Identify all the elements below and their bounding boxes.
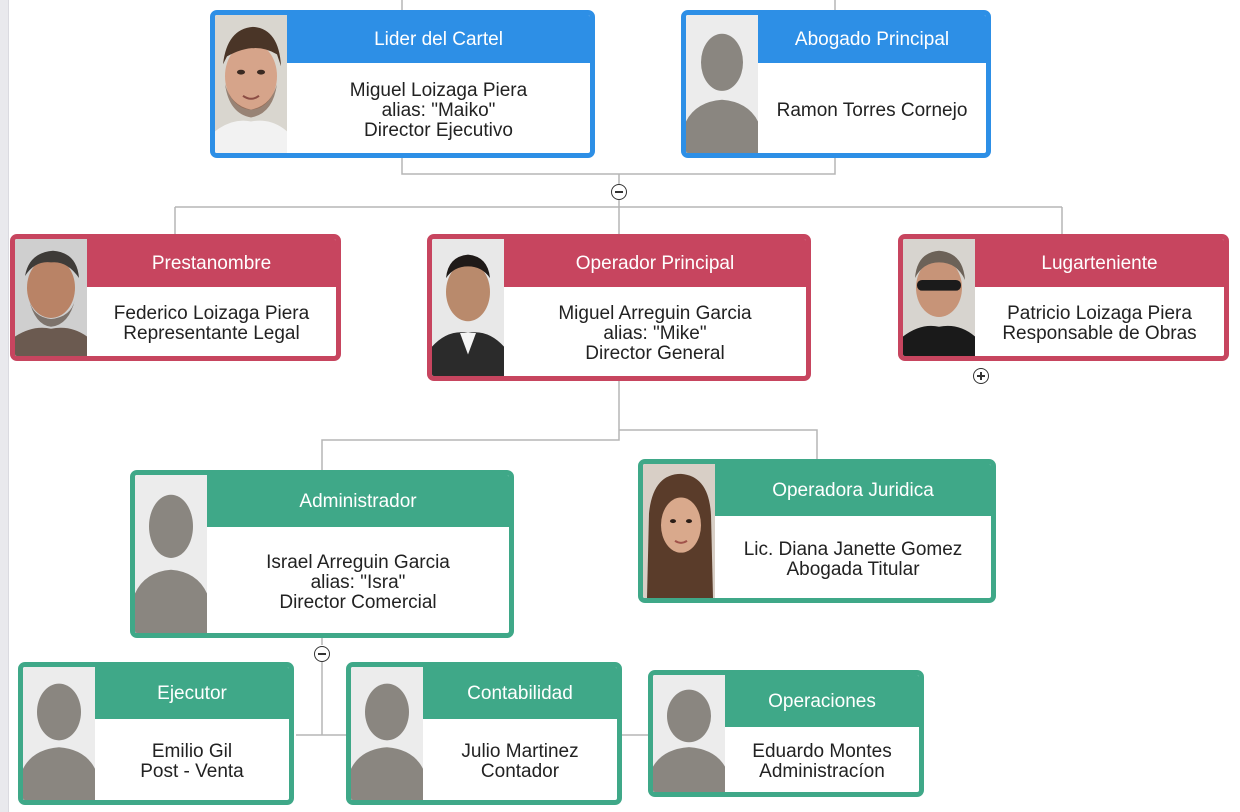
avatar-photo [215,15,287,153]
person-alias: alias: "Maiko" [381,99,496,121]
node-details: Patricio Loizaga Piera Responsable de Ob… [975,292,1224,356]
node-lugarteniente[interactable]: Lugarteniente Patricio Loizaga Piera Res… [898,234,1229,361]
node-title: Operador Principal [504,239,806,287]
person-alias: alias: "Isra" [310,571,406,593]
person-role: Contador [480,761,560,782]
node-details: Emilio Gil Post - Venta [95,724,289,800]
node-administrador[interactable]: Administrador Israel Arreguin Garcia ali… [130,470,514,638]
node-title: Administrador [207,475,509,527]
avatar-silhouette [135,475,207,633]
node-abogado-principal[interactable]: Abogado Principal Ramon Torres Cornejo [681,10,991,158]
person-name: Federico Loizaga Piera [113,303,310,324]
collapse-toggle-icon[interactable] [314,646,330,662]
avatar-photo [15,239,87,356]
expand-toggle-icon[interactable] [973,368,989,384]
person-name: Eduardo Montes [752,741,892,762]
node-title: Abogado Principal [758,15,986,63]
person-role: Director General [585,343,725,364]
node-prestanombre[interactable]: Prestanombre Federico Loizaga Piera Repr… [10,234,341,361]
avatar-silhouette [351,667,423,800]
node-title: Operadora Juridica [715,464,991,516]
node-title: Prestanombre [87,239,336,287]
person-name: Julio Martinez [461,741,579,762]
person-role: Director Comercial [279,591,437,613]
avatar-silhouette [653,675,725,792]
person-name: Emilio Gil [151,741,233,762]
person-role: Post - Venta [140,761,244,782]
person-name: Ramon Torres Cornejo [776,99,968,121]
node-details: Ramon Torres Cornejo [758,68,986,153]
avatar-photo [643,464,715,598]
person-name: Patricio Loizaga Piera [1007,303,1192,324]
person-alias: alias: "Mike" [603,323,707,344]
node-details: Lic. Diana Janette Gomez Abogada Titular [715,521,991,598]
person-name: Miguel Loizaga Piera [349,79,528,101]
node-operaciones[interactable]: Operaciones Eduardo Montes Administracío… [648,670,924,797]
avatar-photo [903,239,975,356]
node-title: Contabilidad [423,667,617,719]
node-details: Miguel Loizaga Piera alias: "Maiko" Dire… [287,68,590,153]
person-name: Lic. Diana Janette Gomez [743,538,963,560]
person-role: Abogada Titular [786,558,920,580]
node-details: Miguel Arreguin Garcia alias: "Mike" Dir… [504,292,806,376]
person-name: Miguel Arreguin Garcia [558,303,752,324]
node-contabilidad[interactable]: Contabilidad Julio Martinez Contador [346,662,622,805]
node-details: Julio Martinez Contador [423,724,617,800]
node-operadora-juridica[interactable]: Operadora Juridica Lic. Diana Janette Go… [638,459,996,603]
avatar-silhouette [686,15,758,153]
person-role: Responsable de Obras [1002,323,1197,344]
node-details: Israel Arreguin Garcia alias: "Isra" Dir… [207,532,509,633]
person-role: Administracíon [759,761,885,782]
person-role: Director Ejecutivo [364,119,513,141]
avatar-photo [432,239,504,376]
node-title: Ejecutor [95,667,289,719]
collapse-toggle-icon[interactable] [611,184,627,200]
node-lider-cartel[interactable]: Lider del Cartel Miguel Loizaga Piera al… [210,10,595,158]
person-name: Israel Arreguin Garcia [266,551,450,573]
node-title: Operaciones [725,675,919,727]
left-scroll-rail [0,0,9,812]
node-details: Eduardo Montes Administracíon [725,732,919,792]
node-details: Federico Loizaga Piera Representante Leg… [87,292,336,356]
node-title: Lider del Cartel [287,15,590,63]
person-role: Representante Legal [123,323,300,344]
node-ejecutor[interactable]: Ejecutor Emilio Gil Post - Venta [18,662,294,805]
node-operador-principal[interactable]: Operador Principal Miguel Arreguin Garci… [427,234,811,381]
node-title: Lugarteniente [975,239,1224,287]
avatar-silhouette [23,667,95,800]
